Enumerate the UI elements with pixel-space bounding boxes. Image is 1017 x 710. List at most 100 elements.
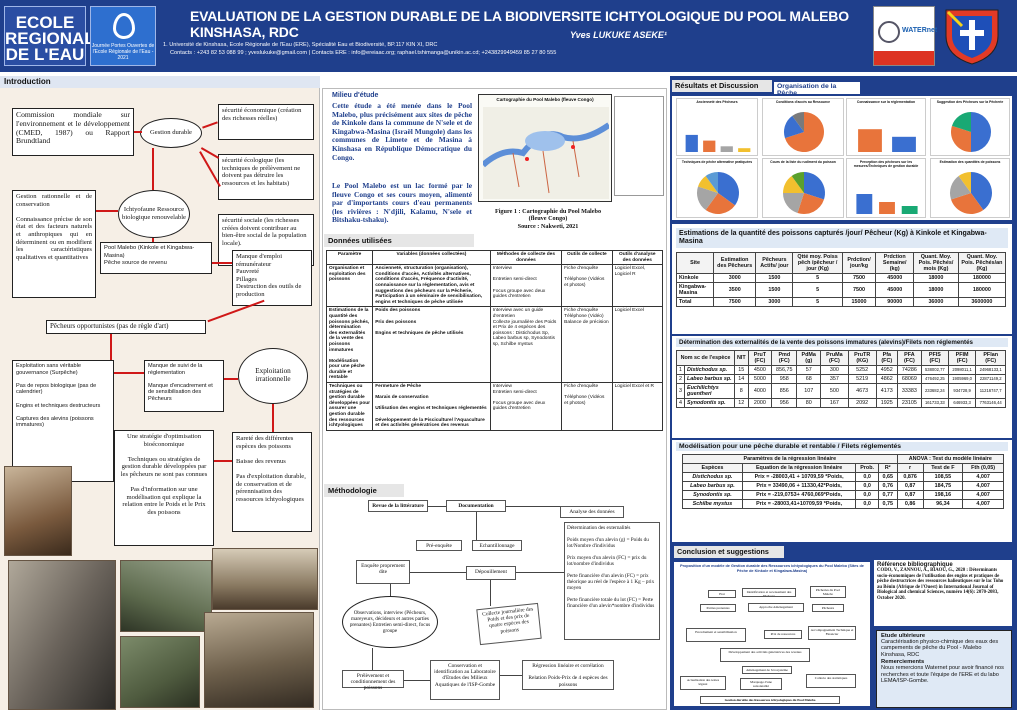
map-caption: Figure 1 : Cartographie du Pool Malebo (… xyxy=(486,208,610,230)
pie-slice xyxy=(804,172,825,200)
university-shield-icon xyxy=(945,9,999,65)
pie-slice xyxy=(958,172,971,193)
arrow-11 xyxy=(114,372,144,374)
model-title: Proposition d'un modèle de Gestion durab… xyxy=(680,564,864,573)
pie-slice xyxy=(791,172,804,193)
estim-cell: 1500 xyxy=(755,282,794,298)
mini-chart-svg xyxy=(858,129,916,152)
logo-red-band xyxy=(874,51,934,65)
model-cell: 108,55 xyxy=(922,472,964,482)
ext-cell: 300 xyxy=(820,365,849,375)
model-cell: Distichodus sp. xyxy=(682,472,743,482)
arrow-14 xyxy=(214,460,232,462)
ere-logo-text: ECOLE REGIONALE DE L'EAU xyxy=(5,13,107,64)
ext-cell: Euchilichtys guentheri xyxy=(684,383,735,399)
manque-suivi-box: Manque de suivi de la réglementation Man… xyxy=(144,360,224,412)
conclusion-node: Pêcheurs xyxy=(812,604,844,612)
bar-mark xyxy=(685,134,698,152)
reference-text: CODO, V., ZANNOU, A., BIAOU, G., 2020 : … xyxy=(877,568,1004,601)
ext-cell: 5000 xyxy=(747,374,773,384)
poster-title: EVALUATION DE LA GESTION DURABLE DE LA B… xyxy=(190,8,849,40)
organisation-mini-chart: Techniques de pêche alternative pratiqué… xyxy=(676,158,758,218)
model-cell: 0,0 xyxy=(855,499,879,509)
flow-echantillonnage: Echantillonnage xyxy=(472,540,522,551)
bar-mark xyxy=(856,194,873,214)
pie-slice xyxy=(697,186,718,210)
affiliation-line-2: Contacts : +243 82 53 088 99 ; yveslukuk… xyxy=(170,50,557,56)
pie-slice xyxy=(951,193,984,214)
ext-cell: 5252 xyxy=(847,365,877,375)
estim-cell: 45000 xyxy=(875,273,915,283)
estim-cell: 18000 xyxy=(913,282,959,298)
ext-header-cell: PFIM (FC) xyxy=(947,350,977,366)
figure-source: Source : Nakweti, 2021 xyxy=(517,222,579,230)
ext-cell: Distichodus sp. xyxy=(684,365,735,375)
photo-river xyxy=(120,636,200,708)
model-cell: Labeo barbus sp. xyxy=(682,481,743,491)
donnees-header-row: Paramètre Variables (données collectées)… xyxy=(325,249,664,266)
estim-header-cell: Estimation des Pêcheurs xyxy=(713,252,757,274)
bar-mark xyxy=(738,148,751,152)
flow-link-4 xyxy=(410,572,466,573)
conclusion-node: Gestion durable des Ressources ichtyolog… xyxy=(700,696,840,704)
photo-fishermen xyxy=(4,466,72,556)
mini-chart-title: Connaissance sur la réglementation xyxy=(856,100,916,104)
seal-icon xyxy=(878,21,900,43)
donnees-cell: Logiciel Excel et R xyxy=(611,382,664,431)
exploitation-causes-box: Exploitation sans véritable gouvernance … xyxy=(12,360,114,482)
remerciements-title: Remerciements xyxy=(881,659,925,666)
bar-mark xyxy=(901,206,918,214)
ext-cell: 357 xyxy=(820,374,849,384)
model-cell: 0,876 xyxy=(896,472,924,482)
introduction-heading-bar: Introduction xyxy=(0,76,320,88)
ext-cell: 1925 xyxy=(875,398,898,408)
ext-cell: 4173 xyxy=(875,383,898,399)
ext-cell: 538002,77 xyxy=(920,365,949,375)
arrow-8 xyxy=(212,262,232,264)
ext-cell: 2098011,1 xyxy=(947,365,977,375)
flow-collecte: Collecte journalière des Poids et des pr… xyxy=(476,602,542,646)
estim-cell: 180000 xyxy=(957,282,1007,298)
donnees-cell: Fiche d'enquête Téléphone (Vidéos et pho… xyxy=(561,264,613,308)
model-cell: Prix = -28003,41 + 10709,59 *Poids, xyxy=(741,472,857,482)
ext-cell: 161733,33 xyxy=(920,398,949,408)
flow-enquete: Enquête proprement dite xyxy=(356,560,410,584)
ext-cell: 24968133,1 xyxy=(975,365,1006,375)
flow-link-5 xyxy=(490,580,491,606)
milieu-heading: Milieu d'étude xyxy=(332,92,379,99)
ext-cell: 23105 xyxy=(896,398,922,408)
estim-header-cell: Quant. Moy. Pois. Pêchés/an (Kg) xyxy=(957,252,1007,274)
model-header-cell: Prob. xyxy=(855,463,879,473)
exploitation-irrationnelle-oval: Exploitation irrationnelle xyxy=(238,348,308,404)
ext-cell: 7763146,44 xyxy=(975,398,1006,408)
pie-slice xyxy=(783,193,804,213)
model-header-cell: r xyxy=(896,463,924,473)
manque-emploi-box: Manque d'emploi rémunérateur Pauvreté Pi… xyxy=(232,250,312,306)
model-cell: 0,77 xyxy=(877,490,898,500)
ext-cell: 2092 xyxy=(847,398,877,408)
waternet-logo: WATERnet xyxy=(873,6,937,66)
conclusion-node: Identification et recensement des Pêcheu… xyxy=(742,588,796,597)
etude-text: Caractérisation physico-chimique des eau… xyxy=(881,639,999,658)
group-regression: Paramètres de la régression linéaire xyxy=(682,454,898,464)
arrow-1 xyxy=(134,131,142,133)
estim-cell: Total xyxy=(675,297,715,307)
bar-mark xyxy=(858,129,882,152)
organisation-mini-chart: Estimation des quantités de poissons xyxy=(930,158,1010,218)
estim-cell: 5 xyxy=(792,297,843,307)
flow-link-10 xyxy=(516,572,564,573)
mini-chart-svg xyxy=(784,112,824,152)
donnees-cell: Fermeture de Pêche Marais de conservatio… xyxy=(372,382,491,431)
model-header-cell: R² xyxy=(877,463,898,473)
poster-author: Yves LUKUKE ASEKE¹ xyxy=(570,30,667,40)
modelisation-heading: Modélisation pour une pêche durable et r… xyxy=(676,442,1008,451)
donnees-cell: Logiciel Excel xyxy=(611,306,664,384)
ext-cell: 4000 xyxy=(747,383,773,399)
group-anova: ANOVA : Test du modèle linéaire xyxy=(896,454,1005,464)
flow-link-7 xyxy=(372,648,373,670)
col-variables: Variables (données collectées) xyxy=(372,249,491,266)
